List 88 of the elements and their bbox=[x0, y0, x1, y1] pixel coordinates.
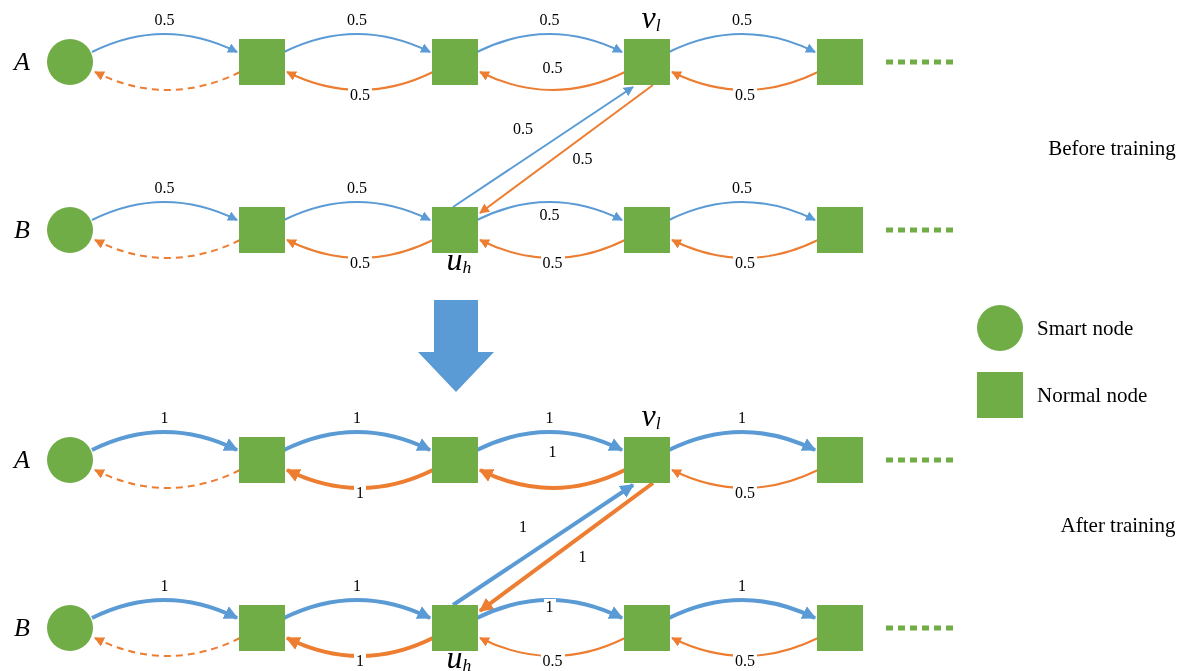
edge-label: 1 bbox=[546, 444, 559, 460]
normal-node-square bbox=[817, 39, 863, 85]
arrow bbox=[94, 239, 241, 259]
edge-label: 0.5 bbox=[733, 87, 757, 103]
arrow bbox=[479, 637, 626, 657]
arrow bbox=[91, 598, 239, 620]
row-label: A bbox=[14, 49, 30, 75]
stage-label: After training bbox=[1060, 514, 1176, 536]
edge-label: 0.5 bbox=[540, 255, 565, 271]
edge-label: 0.5 bbox=[570, 151, 595, 167]
arrow bbox=[479, 71, 626, 91]
smart-node-circle bbox=[47, 39, 93, 85]
edge-label: 1 bbox=[736, 578, 748, 594]
arrow bbox=[285, 468, 434, 490]
row-label: B bbox=[14, 615, 30, 641]
normal-node-square bbox=[239, 207, 285, 253]
arrow bbox=[671, 637, 819, 657]
edge-label: 1 bbox=[354, 485, 366, 501]
arrow bbox=[91, 201, 238, 221]
smart-node-circle bbox=[47, 207, 93, 253]
arrow bbox=[671, 469, 819, 489]
node-label: v$_{l}$ bbox=[641, 1, 661, 35]
arrow bbox=[285, 636, 434, 658]
normal-node-square bbox=[432, 207, 478, 253]
normal-node-square bbox=[432, 39, 478, 85]
edge-label: 0.5 bbox=[733, 255, 757, 271]
arrow bbox=[94, 71, 241, 91]
edge-label: 1 bbox=[351, 410, 363, 426]
edge-label: 1 bbox=[351, 578, 363, 594]
edge-label: 1 bbox=[576, 549, 589, 565]
normal-node-square bbox=[239, 39, 285, 85]
edge-label: 1 bbox=[354, 653, 366, 669]
edge-label: 0.5 bbox=[152, 12, 177, 28]
arrow bbox=[451, 483, 635, 607]
normal-node-square bbox=[239, 437, 285, 483]
edge-label: 0.5 bbox=[511, 121, 535, 137]
edge-label: 0.5 bbox=[540, 60, 565, 76]
smart-node-circle bbox=[47, 437, 93, 483]
arrow bbox=[478, 468, 626, 490]
edge-label: 1 bbox=[158, 410, 171, 426]
edge-label: 1 bbox=[543, 410, 556, 426]
arrow bbox=[286, 71, 434, 91]
edge-label: 0.5 bbox=[537, 12, 562, 28]
arrow bbox=[479, 84, 654, 214]
normal-node-square bbox=[817, 605, 863, 651]
normal-node-square bbox=[817, 437, 863, 483]
arrow bbox=[479, 239, 626, 259]
arrow bbox=[478, 481, 655, 613]
edge-label: 0.5 bbox=[345, 180, 369, 196]
edge-label: 1 bbox=[736, 410, 748, 426]
edge-label: 0.5 bbox=[537, 207, 562, 223]
arrow bbox=[671, 239, 819, 259]
edge-label: 0.5 bbox=[733, 485, 757, 501]
normal-node-square bbox=[624, 605, 670, 651]
legend-label: Smart node bbox=[1037, 315, 1134, 341]
arrow bbox=[91, 33, 238, 53]
edge-label: 1 bbox=[543, 599, 556, 615]
edge-label: 0.5 bbox=[540, 653, 565, 669]
arrow bbox=[452, 86, 634, 208]
arrow bbox=[286, 239, 434, 259]
node-label: u$_{h}$ bbox=[446, 641, 472, 671]
node-label: v$_{l}$ bbox=[641, 399, 661, 433]
normal-node-square bbox=[624, 39, 670, 85]
normal-node-square bbox=[432, 605, 478, 651]
row-label: A bbox=[14, 447, 30, 473]
edge-label: 0.5 bbox=[733, 653, 757, 669]
edge-label: 0.5 bbox=[730, 12, 754, 28]
legend-label: Normal node bbox=[1037, 382, 1148, 408]
arrow bbox=[94, 469, 241, 489]
arrow bbox=[671, 71, 819, 91]
normal-node-square bbox=[432, 437, 478, 483]
arrow bbox=[94, 637, 241, 657]
node-label: u$_{h}$ bbox=[446, 243, 472, 277]
normal-node-square bbox=[624, 207, 670, 253]
normal-node-square bbox=[817, 207, 863, 253]
edge-label: 0.5 bbox=[730, 180, 754, 196]
row-label: B bbox=[14, 217, 30, 243]
edge-label: 0.5 bbox=[348, 87, 372, 103]
edge-label: 1 bbox=[517, 519, 529, 535]
normal-node-square bbox=[239, 605, 285, 651]
edge-label: 1 bbox=[158, 578, 171, 594]
smart-node-circle bbox=[47, 605, 93, 651]
edge-label: 0.5 bbox=[348, 255, 372, 271]
edge-label: 0.5 bbox=[152, 180, 177, 196]
normal-node-square bbox=[624, 437, 670, 483]
arrow bbox=[91, 430, 239, 452]
edge-label: 0.5 bbox=[345, 12, 369, 28]
stage-label: Before training bbox=[1048, 137, 1176, 159]
